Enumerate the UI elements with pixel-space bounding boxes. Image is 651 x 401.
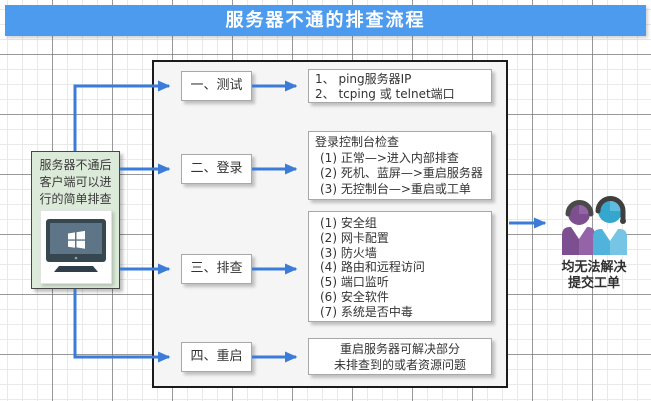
result-label: 均无法解决 提交工单 (540, 260, 648, 292)
client-note-text: 服务器不通后 客户端可以进 行的简单排查 (32, 152, 119, 208)
step-label: 二、登录 (190, 161, 243, 176)
result-line: 提交工单 (567, 276, 620, 291)
detail-line: (4) 路由和远程访问 (320, 260, 425, 275)
detail-line: (1) 安全组 (320, 216, 377, 230)
detail-line: (7) 系统是否中毒 (320, 304, 413, 319)
step-node-login: 二、登录 (181, 154, 252, 184)
detail-line: (6) 安全软件 (320, 289, 389, 304)
detail-box-restart-note: 重启服务器可解决部分 未排查到的或者资源问题 (308, 338, 492, 375)
detail-line: (1) 正常—>进入内部排查 (320, 150, 459, 165)
step-node-test: 一、测试 (181, 71, 252, 101)
detail-line: 重启服务器可解决部分 (339, 342, 460, 356)
step-label: 四、重启 (190, 349, 243, 364)
detail-box-checklist: (1) 安全组 (2) 网卡配置 (3) 防火墙 (4) 路由和远程访问 (5)… (308, 211, 492, 322)
computer-icon-card (40, 210, 112, 284)
detail-line: (3) 防火墙 (320, 245, 377, 260)
result-line: 均无法解决 (561, 260, 627, 275)
step-label: 一、测试 (190, 78, 243, 93)
detail-line: 登录控制台检查 (315, 135, 400, 149)
step-label: 三、排查 (190, 261, 243, 276)
detail-line: (2) 死机、蓝屏—>重启服务器 (320, 166, 483, 180)
detail-line: (2) 网卡配置 (320, 230, 389, 245)
detail-line: (3) 无控制台—>重启或工单 (320, 181, 471, 196)
detail-line: (5) 端口监听 (320, 275, 389, 290)
support-agents-icon (562, 196, 627, 255)
note-line: 行的简单排查 (39, 192, 112, 206)
step-node-check: 三、排查 (181, 254, 252, 284)
detail-box-console: 登录控制台检查 (1) 正常—>进入内部排查 (2) 死机、蓝屏—>重启服务器 … (308, 131, 492, 200)
note-line: 服务器不通后 (39, 158, 112, 172)
detail-box-ping: 1、 ping服务器IP 2、 tcping 或 telnet端口 (308, 69, 492, 103)
step-node-restart: 四、重启 (181, 342, 252, 372)
client-note-panel: 服务器不通后 客户端可以进 行的简单排查 (31, 151, 120, 289)
detail-line: 2、 tcping 或 telnet端口 (315, 87, 455, 101)
detail-line: 1、 ping服务器IP (315, 72, 412, 86)
title-banner: 服务器不通的排查流程 (5, 5, 646, 36)
page-title: 服务器不通的排查流程 (225, 10, 426, 31)
detail-line: 未排查到的或者资源问题 (333, 357, 466, 372)
note-line: 客户端可以进 (39, 175, 112, 189)
windows-monitor-icon (46, 219, 106, 272)
